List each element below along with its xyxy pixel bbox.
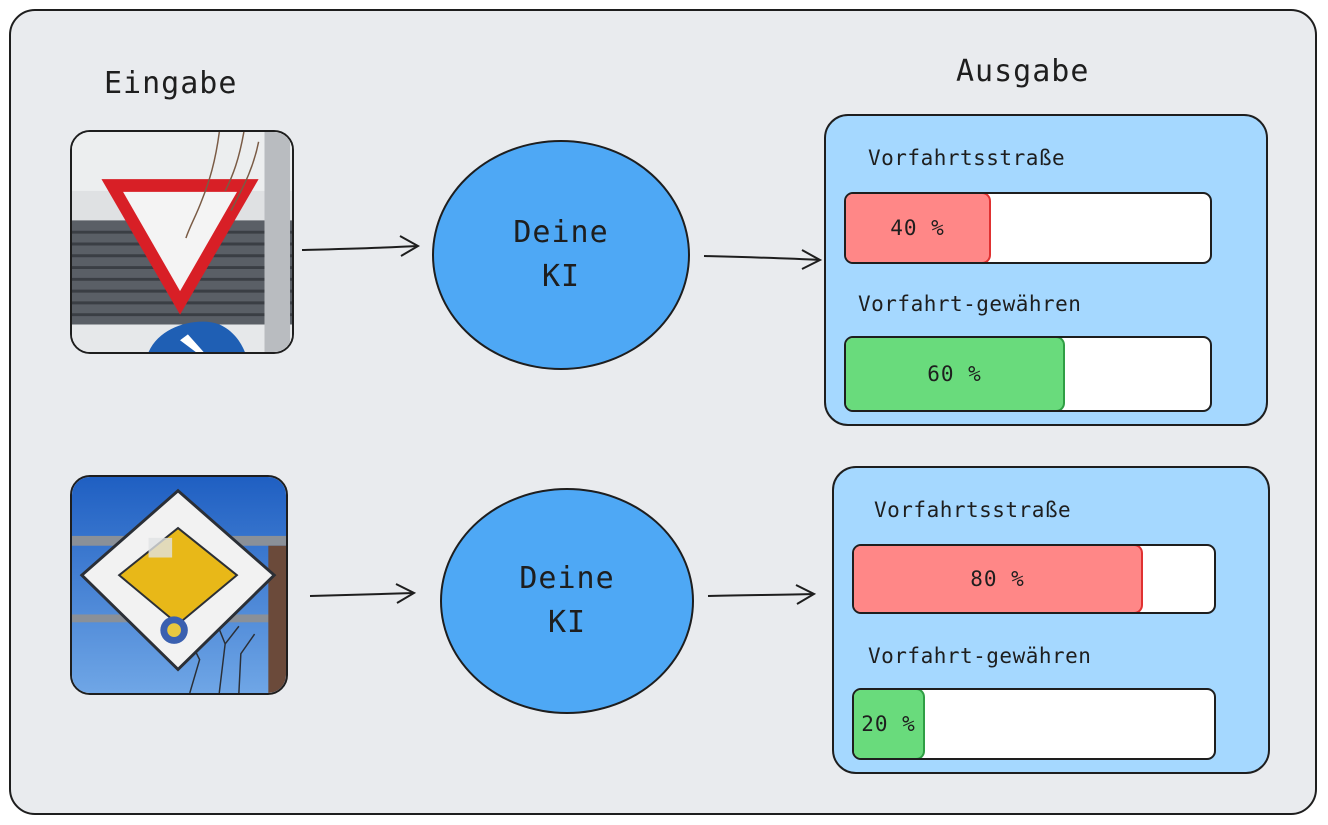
probability-bar: 80 % [852, 544, 1216, 614]
ki-node-line2: KI [541, 259, 581, 294]
output-label: Vorfahrtsstraße [874, 498, 1072, 522]
ki-node-line1: Deine [513, 215, 609, 250]
output-panel-2: Vorfahrtsstraße 80 % Vorfahrt-gewähren 2… [832, 466, 1270, 774]
output-label: Vorfahrt-gewähren [858, 292, 1082, 316]
output-arrow-1 [703, 249, 823, 270]
probability-bar: 60 % [844, 336, 1212, 412]
probability-bar: 20 % [852, 688, 1216, 760]
probability-fill: 40 % [846, 194, 991, 262]
probability-fill: 80 % [854, 546, 1143, 612]
ki-node-line1: Deine [519, 561, 615, 596]
probability-fill: 20 % [854, 690, 925, 758]
ki-node-line2: KI [547, 605, 587, 640]
input-arrow-2 [309, 583, 417, 604]
output-panel-1: Vorfahrtsstraße 40 % Vorfahrt-gewähren 6… [824, 114, 1268, 426]
ki-node-2: Deine KI [440, 488, 694, 714]
output-label: Vorfahrt-gewähren [868, 644, 1092, 668]
output-heading: Ausgabe [956, 54, 1090, 89]
output-arrow-2 [707, 584, 817, 605]
yield-sign-photo [70, 130, 294, 354]
probability-bar: 40 % [844, 192, 1212, 264]
input-arrow-1 [301, 235, 421, 257]
input-heading: Eingabe [104, 66, 238, 101]
ki-node-1: Deine KI [432, 140, 690, 370]
probability-fill: 60 % [846, 338, 1065, 410]
output-label: Vorfahrtsstraße [868, 146, 1066, 170]
priority-road-sign-photo [70, 475, 288, 695]
